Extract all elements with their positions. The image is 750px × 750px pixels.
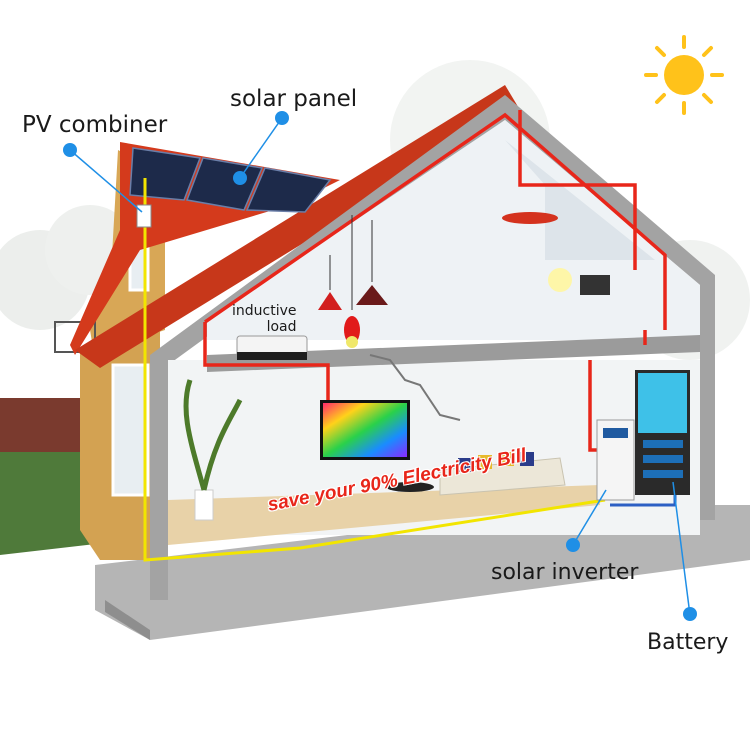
wall-light [548,268,572,292]
solar-panel-array [129,147,332,213]
monitor [580,275,610,295]
roof-main-slope [75,85,520,368]
callout-lines [69,117,691,616]
callout-dot-solar-panel [275,111,289,125]
ground-slab [95,505,750,640]
yellow-wiring [143,178,606,562]
label-pv-combiner: PV combiner [22,112,168,138]
callout-dot-inverter [566,538,580,552]
label-inductive-line2: load [266,319,297,335]
windows-left [111,228,150,497]
mid-floor [207,335,700,372]
label-solar-inverter: solar inverter [491,560,639,585]
sofa [439,452,566,496]
label-solar-panel: solar panel [230,86,358,112]
pendant-lamp [318,215,388,348]
callout-dot-pv-combiner [63,143,77,157]
attic [505,140,655,260]
television [320,400,410,460]
staircase [369,354,461,421]
coffee-table [386,482,434,492]
label-inductive-load: inductive load [232,303,297,335]
ceiling-lamp [502,212,558,224]
fence [0,398,80,453]
callout-dot-solar-panel-2 [233,171,247,185]
wood-floor [168,485,600,545]
pv-combiner-box [136,204,152,228]
ground-front [105,600,150,640]
label-battery: Battery [647,630,729,655]
plant [183,379,243,521]
sun-icon [644,35,724,115]
label-inductive-line1: inductive [232,303,297,319]
solar-inverter-unit [596,419,635,501]
air-conditioner [236,335,308,361]
battery-cabinet [635,370,690,495]
callout-dot-battery [683,607,697,621]
